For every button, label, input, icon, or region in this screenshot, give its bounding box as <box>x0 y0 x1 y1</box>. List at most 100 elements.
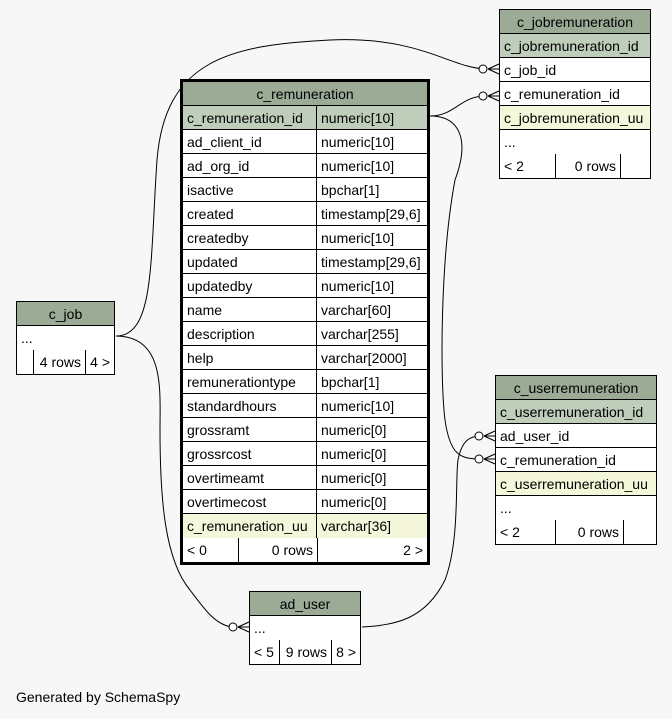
column-type: bpchar[1] <box>321 374 380 390</box>
column-name: ... <box>21 330 33 346</box>
column-type: varchar[60] <box>321 302 392 318</box>
column-row[interactable]: ... <box>500 130 650 154</box>
edge-job-to-aduser <box>115 335 232 628</box>
table-header: ad_user <box>250 592 360 616</box>
column-row[interactable]: c_remuneration_id <box>496 448 656 472</box>
column-type: numeric[10] <box>321 110 395 126</box>
column-name: c_job_id <box>504 62 557 78</box>
generated-by-label: Generated by SchemaSpy <box>16 689 181 705</box>
children-count: 8 > <box>336 644 356 660</box>
crowfoot-circle <box>228 622 238 632</box>
table-footer: < 0 0 rows 2 > <box>183 538 427 562</box>
column-name: c_userremuneration_uu <box>500 476 648 492</box>
parents-count: < 2 <box>500 154 556 178</box>
column-row[interactable]: ... <box>496 496 656 520</box>
crowfoot-icon <box>483 430 496 442</box>
table-footer: < 5 9 rows 8 > <box>250 640 360 664</box>
crowfoot-circle <box>478 64 488 74</box>
column-type: timestamp[29,6] <box>321 254 421 270</box>
column-type: varchar[255] <box>321 326 399 342</box>
column-row[interactable]: c_userremuneration_uu <box>496 472 656 496</box>
column-name: c_remuneration_id <box>183 106 317 129</box>
edge-remuneration-to-jobremuneration <box>429 95 487 117</box>
column-name: overtimeamt <box>183 466 317 489</box>
table-c-jobremuneration[interactable]: c_jobremuneration c_jobremuneration_id c_… <box>499 9 651 179</box>
column-row[interactable]: c_remuneration_id <box>500 82 650 106</box>
table-footer: < 2 0 rows <box>500 154 650 178</box>
crowfoot-icon <box>487 63 500 75</box>
column-name: created <box>183 202 317 225</box>
table-title: c_userremuneration <box>513 380 639 396</box>
column-name: ... <box>500 500 512 516</box>
column-type: numeric[10] <box>321 398 395 414</box>
column-row[interactable]: c_job_id <box>500 58 650 82</box>
table-header: c_userremuneration <box>496 376 656 400</box>
children-count <box>624 520 656 544</box>
column-type: numeric[0] <box>321 422 387 438</box>
edge-remuneration-to-userremuneration <box>429 115 482 460</box>
edge-aduser-to-userremuneration <box>361 435 482 628</box>
column-name: ad_org_id <box>183 154 317 177</box>
edge-job-to-jobremuneration <box>115 39 487 337</box>
children-count <box>621 154 650 178</box>
row-count: 0 rows <box>239 538 318 562</box>
column-row[interactable]: c_jobremuneration_id <box>500 34 650 58</box>
column-name: grossrcost <box>183 442 317 465</box>
column-row[interactable]: ad_user_id <box>496 424 656 448</box>
table-footer: 4 rows 4 > <box>17 350 114 374</box>
parents-count: < 0 <box>183 538 239 562</box>
row-count: 9 rows <box>280 640 332 664</box>
crowfoot-circle <box>474 454 484 464</box>
table-title: ad_user <box>279 596 331 612</box>
column-row[interactable]: ... <box>250 616 360 640</box>
column-type: numeric[10] <box>321 134 395 150</box>
row-count: 0 rows <box>556 154 621 178</box>
column-name: grossramt <box>183 418 317 441</box>
column-type: bpchar[1] <box>321 182 380 198</box>
table-header: c_jobremuneration <box>500 10 650 34</box>
crowfoot-circle <box>474 431 484 441</box>
column-name: ad_user_id <box>500 428 570 444</box>
table-title: c_remuneration <box>256 86 354 102</box>
column-row[interactable]: c_userremuneration_id <box>496 400 656 424</box>
column-type: varchar[2000] <box>321 350 407 366</box>
column-name: updatedby <box>183 274 317 297</box>
table-ad-user[interactable]: ad_user ... < 5 9 rows 8 > <box>249 591 361 665</box>
table-c-userremuneration[interactable]: c_userremuneration c_userremuneration_id… <box>495 375 657 545</box>
column-type: numeric[10] <box>321 230 395 246</box>
table-header: c_job <box>17 302 114 326</box>
table-title: c_jobremuneration <box>517 14 633 30</box>
column-row[interactable]: c_jobremuneration_uu <box>500 106 650 130</box>
column-row[interactable]: ... <box>17 326 114 350</box>
parents-count: < 5 <box>250 640 280 664</box>
column-name: ad_client_id <box>183 130 317 153</box>
table-header: c_remuneration <box>183 82 427 106</box>
column-name: overtimecost <box>183 490 317 513</box>
column-name: c_remuneration_uu <box>183 514 317 538</box>
column-name: remunerationtype <box>183 370 317 393</box>
column-name: help <box>183 346 317 369</box>
column-name: c_jobremuneration_id <box>504 38 639 54</box>
table-c-job[interactable]: c_job ... 4 rows 4 > <box>16 301 115 375</box>
